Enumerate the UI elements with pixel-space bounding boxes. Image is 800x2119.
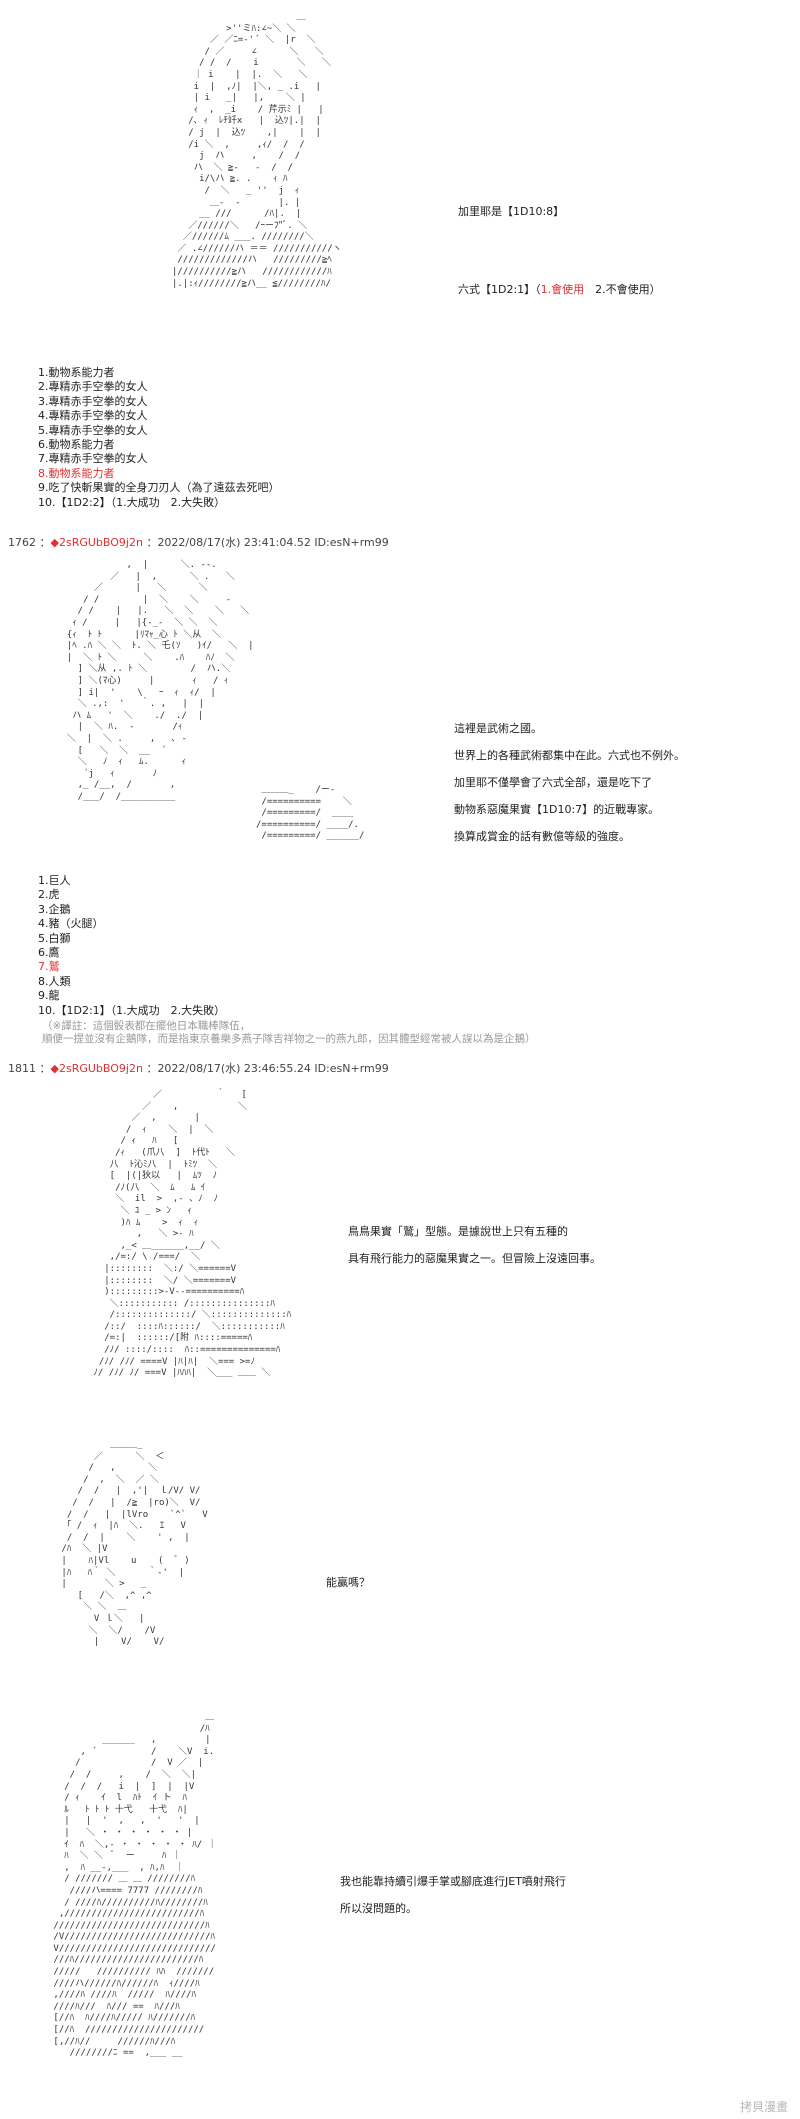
list-item: 3.企鵝 [38, 902, 71, 916]
rokushiki-roll-line: 六式【1D2:1】（1.會使用 2.不會使用） [458, 283, 661, 297]
list-item: 9.吃了快斬果實的全身刀刃人（為了遠茲去死吧） [38, 481, 280, 495]
post-number: 1762 [8, 536, 36, 549]
poster-trip[interactable]: 2sRGUbBO9j2n [58, 1062, 143, 1075]
translator-note: （※譯註：這個骰表都在擺他日本職棒隊伍， 順便一提並沒有企鵝隊，而是指東京養樂多… [42, 1020, 536, 1046]
ascii-art-post-1811-a: ／ ｀ [ ／ , ＼ ／ , | / ｨ ＼ | ＼ / ｨ ﾊ [ /ｨ (… [93, 1090, 292, 1379]
rokushiki-option-selected: 1.會使用 [540, 283, 585, 296]
garie-roll-line: 加里耶是【1D10:8】 [458, 205, 565, 218]
post-datetime: 2022/08/17(水) 23:41:04.52 [157, 536, 311, 549]
ascii-art-bench-1762: ＿＿＿_ /ー- /========== ＼ /=========/ ____ … [256, 785, 365, 842]
list-item: 2.虎 [38, 888, 60, 902]
post-number: 1811 [8, 1062, 36, 1075]
text-line: 加里耶不僅學會了六式全部，還是吃下了 [454, 776, 652, 789]
rokushiki-option-other: 2.不會使用） [584, 283, 661, 296]
list-item: 7.鷲 [38, 960, 60, 974]
text-line: 所以沒問題的。 [340, 1902, 417, 1915]
list-item: 4.豬（火腿） [38, 917, 104, 931]
list-item: 2.專精赤手空拳的女人 [38, 380, 148, 394]
ascii-art-post-1762: , | ＼. ‐‐. ／ | , ＼ . ＼ ／ | ＼ ＼ / / | ＼ ＼… [66, 560, 254, 802]
list-item: 1.動物系能力者 [38, 366, 115, 379]
text-line: 換算成賞金的話有數億等級的強度。 [454, 830, 630, 843]
note-line-2: 順便一提並沒有企鵝隊，而是指東京養樂多燕子隊吉祥物之一的燕九郎，因其體型經常被人… [42, 1033, 536, 1045]
post-1811-text-c: 我也能靠持續引爆手掌或腳底進行JET噴射飛行所以沒問題的。 [340, 1868, 566, 1922]
post-1811-text-b: 能贏嗎？ [326, 1576, 370, 1589]
list-item: 8.動物系能力者 [38, 466, 115, 480]
post-id: ID:esN+rm99 [314, 536, 389, 549]
list-item: 5.白獅 [38, 931, 71, 945]
list-item: 10.【1D2:1】（1.大成功 2.大失敗） [38, 1003, 226, 1017]
post-header-1811: 1811 ：◆2sRGUbBO9j2n ：2022/08/17(水) 23:46… [8, 1062, 389, 1075]
ascii-art-post-1811-c: ＿ /ﾊ ______ , | , ´ / ＼V i. / / V ／ | / … [53, 1712, 217, 2059]
watermark: 拷貝漫畫 [739, 2100, 788, 2114]
list-item: 4.專精赤手空拳的女人 [38, 409, 148, 423]
post-id: ID:esN+rm99 [314, 1062, 389, 1075]
list-item: 7.專精赤手空拳的女人 [38, 452, 148, 466]
ascii-art-garie: ＿ >''ミﾊ:∠~＼ ＼ ／ ／ﾆ=-'´ ＼ |r ＼ / ／ ∠ ＼ ＼ … [172, 12, 342, 289]
text-line: 世界上的各種武術都集中在此。六式也不例外。 [454, 749, 685, 762]
text-line: 鳥鳥果實「鷲」型態。是據說世上只有五種的 [348, 1225, 568, 1238]
text-line: 具有飛行能力的惡魔果實之一。但冒險上沒遠回事。 [348, 1252, 601, 1265]
diamond-icon: ◆ [50, 536, 59, 549]
list-item: 5.專精赤手空拳的女人 [38, 423, 148, 437]
text-line: 我也能靠持續引爆手掌或腳底進行JET噴射飛行 [340, 1875, 566, 1888]
rokushiki-prefix: 六式【1D2:1】（ [458, 283, 541, 296]
text-line: 這裡是武術之國。 [454, 722, 542, 735]
text-line: 動物系惡魔果實【1D10:7】的近戰專家。 [454, 803, 660, 816]
poster-trip[interactable]: 2sRGUbBO9j2n [58, 536, 143, 549]
post-header-1762: 1762 ：◆2sRGUbBO9j2n ：2022/08/17(水) 23:41… [8, 536, 389, 549]
list-item: 8.人類 [38, 974, 71, 988]
post-1811-text-a: 鳥鳥果實「鷲」型態。是據說世上只有五種的具有飛行能力的惡魔果實之一。但冒險上沒遠… [348, 1218, 601, 1272]
post-1762-text: 這裡是武術之國。世界上的各種武術都集中在此。六式也不例外。加里耶不僅學會了六式全… [454, 715, 685, 850]
list-item: 9.龍 [38, 989, 60, 1003]
post-datetime: 2022/08/17(水) 23:46:55.24 [157, 1062, 311, 1075]
ascii-art-post-1811-b: ＿＿＿_ ／ ＼ ＜ / , ＼ / , ＼ ／ ＼ / / | ,'| ｌ/V… [61, 1440, 208, 1648]
list-item: 3.專精赤手空拳的女人 [38, 394, 148, 408]
diamond-icon: ◆ [50, 1062, 59, 1075]
note-line-1: （※譯註：這個骰表都在擺他日本職棒隊伍， [42, 1020, 251, 1032]
list-item: 10.【1D2:2】（1.大成功 2.大失敗） [38, 495, 226, 509]
list-item: 6.動物系能力者 [38, 438, 115, 452]
list-item: 6.鷹 [38, 946, 60, 960]
list-item: 1.巨人 [38, 874, 71, 887]
